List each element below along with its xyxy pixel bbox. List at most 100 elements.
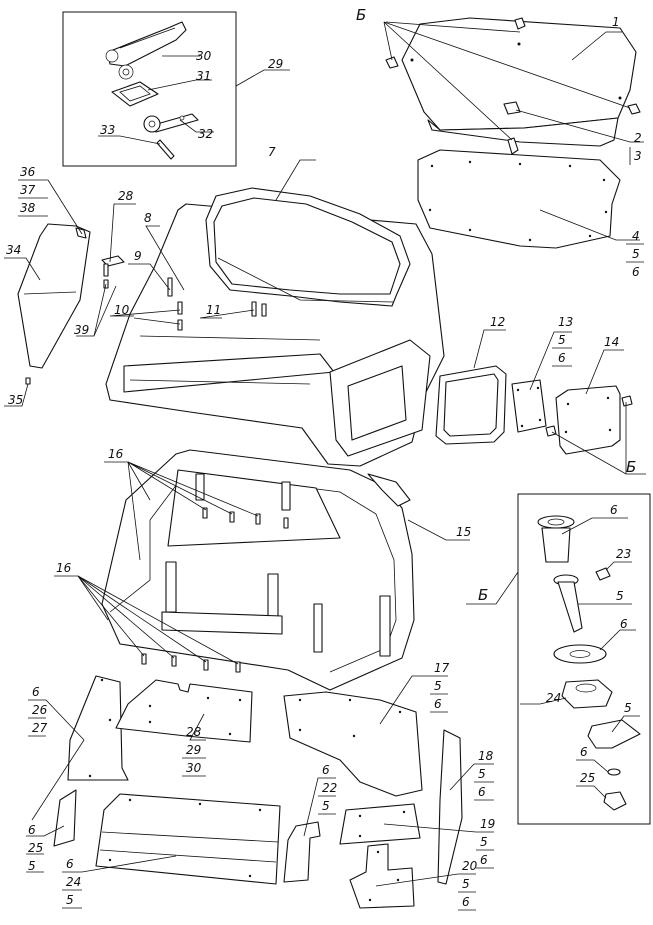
callout-27: 23: [616, 547, 631, 561]
callout-22-sub5: 24: [66, 875, 81, 889]
callout-40-inset: 29: [268, 57, 283, 71]
callout-26: 6: [610, 503, 618, 517]
side-box-34: [17, 223, 91, 369]
callout-25: 28: [186, 725, 202, 739]
callout-8: 8: [144, 211, 152, 225]
callout-25-sub6: 30: [186, 761, 202, 775]
callout-38: 38: [20, 201, 36, 215]
pin-27: [595, 567, 611, 581]
callout-13-sub6: 6: [558, 351, 566, 365]
callout-15: 15: [456, 525, 471, 539]
callout-12: 12: [490, 315, 505, 329]
hinge-assembly-41: [105, 21, 187, 80]
callout-2: 2: [634, 131, 642, 145]
nut-30: [561, 679, 613, 709]
callout-28: 5: [616, 589, 624, 603]
callout-17-sub5: 5: [434, 679, 442, 693]
screw-35: [25, 377, 31, 385]
clip-31: [587, 719, 641, 749]
inset-frame-lock: [517, 493, 651, 825]
panel-22: [95, 793, 281, 885]
bracket-21: [283, 821, 321, 883]
callout-18: 18: [478, 749, 494, 763]
callout-39: 39: [74, 323, 89, 337]
callout-31: 5: [624, 701, 632, 715]
callout-33: 25: [580, 771, 595, 785]
callout-18-sub6: 6: [478, 785, 486, 799]
callout-19: 19: [480, 817, 495, 831]
view-label-b-mid: Б: [626, 458, 636, 476]
frame-rim-7: [205, 187, 411, 307]
callout-7: 7: [268, 145, 276, 159]
callout-41: 30: [196, 49, 212, 63]
callout-30: 24: [546, 691, 561, 705]
washer-29: [553, 644, 607, 664]
callout-24: 6: [32, 685, 40, 699]
callout-10: 10: [114, 303, 130, 317]
callout-44: 33: [100, 123, 115, 137]
callout-36: 36: [20, 165, 36, 179]
callout-20: 20: [462, 859, 478, 873]
callout-40-side: 28: [118, 189, 134, 203]
callout-9: 9: [134, 249, 142, 263]
callout-24-sub6: 27: [32, 721, 48, 735]
bolts-16-lower: [141, 653, 241, 673]
callout-13: 13: [558, 315, 573, 329]
callout-19-sub6: 6: [480, 853, 488, 867]
callout-42: 31: [196, 69, 211, 83]
callout-24-sub5: 26: [32, 703, 48, 717]
fastener-b-top: [385, 17, 641, 155]
lower-frame-15: [101, 449, 415, 691]
latch-2: [503, 101, 521, 115]
callout-20-sub6: 6: [462, 895, 470, 909]
bracket-43: [143, 113, 199, 133]
view-label-b-inset: Б: [478, 586, 488, 604]
lid-1: [401, 17, 637, 147]
callout-21-sub6: 5: [322, 799, 330, 813]
callout-25-sub5: 29: [186, 743, 201, 757]
callout-35: 35: [8, 393, 23, 407]
washer-32: [607, 768, 621, 776]
callout-17: 17: [434, 661, 450, 675]
window-frame-12: [435, 365, 507, 445]
nut-33: [603, 791, 627, 811]
pin-44: [156, 139, 175, 160]
callout-16-lower: 16: [56, 561, 72, 575]
callout-21-sub5: 22: [322, 781, 337, 795]
bracket-40-side: [101, 255, 125, 289]
panel-18: [437, 729, 463, 885]
panel-23: [53, 789, 77, 847]
callout-32: 6: [580, 745, 588, 759]
callout-21: 6: [322, 763, 330, 777]
callout-23-sub6: 5: [28, 859, 36, 873]
cover-14: [545, 385, 633, 455]
gasket-42: [111, 81, 159, 107]
callout-4-sub6: 6: [632, 265, 640, 279]
callout-4: 4: [632, 229, 640, 243]
callout-3: 3: [634, 149, 642, 163]
callout-22: 6: [66, 857, 74, 871]
bolt-28: [553, 574, 583, 633]
callout-11: 11: [206, 303, 221, 317]
inset-frame-hinge: [62, 11, 237, 167]
lock-cylinder-26: [537, 515, 575, 563]
callout-1: 1: [612, 15, 620, 29]
panel-19: [339, 803, 421, 845]
bolts-16-upper: [202, 507, 289, 529]
callout-17-sub6: 6: [434, 697, 442, 711]
callout-16-upper: 16: [108, 447, 124, 461]
panel-17: [283, 691, 423, 797]
panel-25: [115, 679, 253, 743]
callout-14: 14: [604, 335, 619, 349]
callout-4-sub5: 5: [632, 247, 640, 261]
callout-13-sub5: 5: [558, 333, 566, 347]
gasket-4: [417, 149, 621, 249]
view-label-b-top: Б: [356, 6, 366, 24]
bracket-20: [349, 843, 415, 909]
callout-18-sub5: 5: [478, 767, 486, 781]
plate-13: [511, 379, 547, 433]
callout-22-sub6: 5: [66, 893, 74, 907]
callout-19-sub5: 5: [480, 835, 488, 849]
